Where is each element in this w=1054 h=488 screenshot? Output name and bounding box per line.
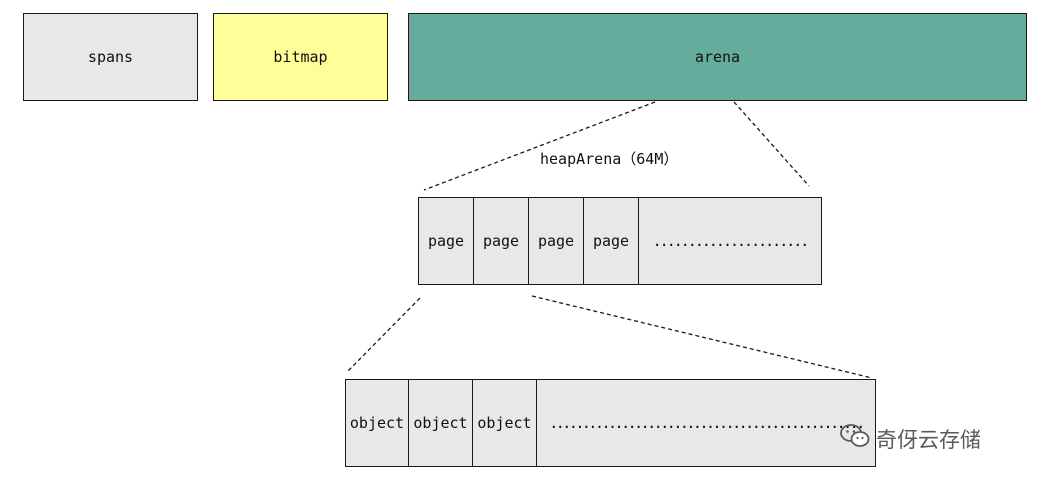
page-cell: page xyxy=(583,197,639,285)
page-label: page xyxy=(592,232,630,250)
heap-arena-caption: heapArena（64M） xyxy=(540,150,679,168)
object-cell: object xyxy=(408,379,473,467)
watermark-text: 奇伢云存储 xyxy=(876,427,981,452)
object-cell: object xyxy=(472,379,537,467)
page-cell: page xyxy=(418,197,474,285)
arena-box: arena xyxy=(408,13,1027,101)
watermark: 奇伢云存储 xyxy=(840,423,981,454)
remaining-objects-cell: ........................................… xyxy=(536,379,876,467)
pages-ellipsis: ...................... xyxy=(652,232,810,250)
page-label: page xyxy=(537,232,575,250)
object-label: object xyxy=(349,414,405,432)
page-zoom-left-line xyxy=(346,297,421,373)
arena-zoom-right-line xyxy=(733,101,810,187)
object-cell: object xyxy=(345,379,409,467)
page-cell: page xyxy=(473,197,529,285)
arena-label: arena xyxy=(694,48,741,66)
wechat-icon xyxy=(840,423,870,454)
spans-box: spans xyxy=(23,13,198,101)
arena-zoom-left-line xyxy=(423,101,656,191)
spans-label: spans xyxy=(87,48,134,66)
page-cell: page xyxy=(528,197,584,285)
bitmap-box: bitmap xyxy=(213,13,388,101)
object-label: object xyxy=(477,414,532,432)
objects-ellipsis: ........................................… xyxy=(549,414,865,432)
bitmap-label: bitmap xyxy=(273,48,328,66)
remaining-pages-cell: ...................... xyxy=(638,197,822,285)
page-label: page xyxy=(482,232,520,250)
page-label: page xyxy=(427,232,465,250)
page-zoom-right-line xyxy=(531,295,873,379)
object-label: object xyxy=(413,414,468,432)
